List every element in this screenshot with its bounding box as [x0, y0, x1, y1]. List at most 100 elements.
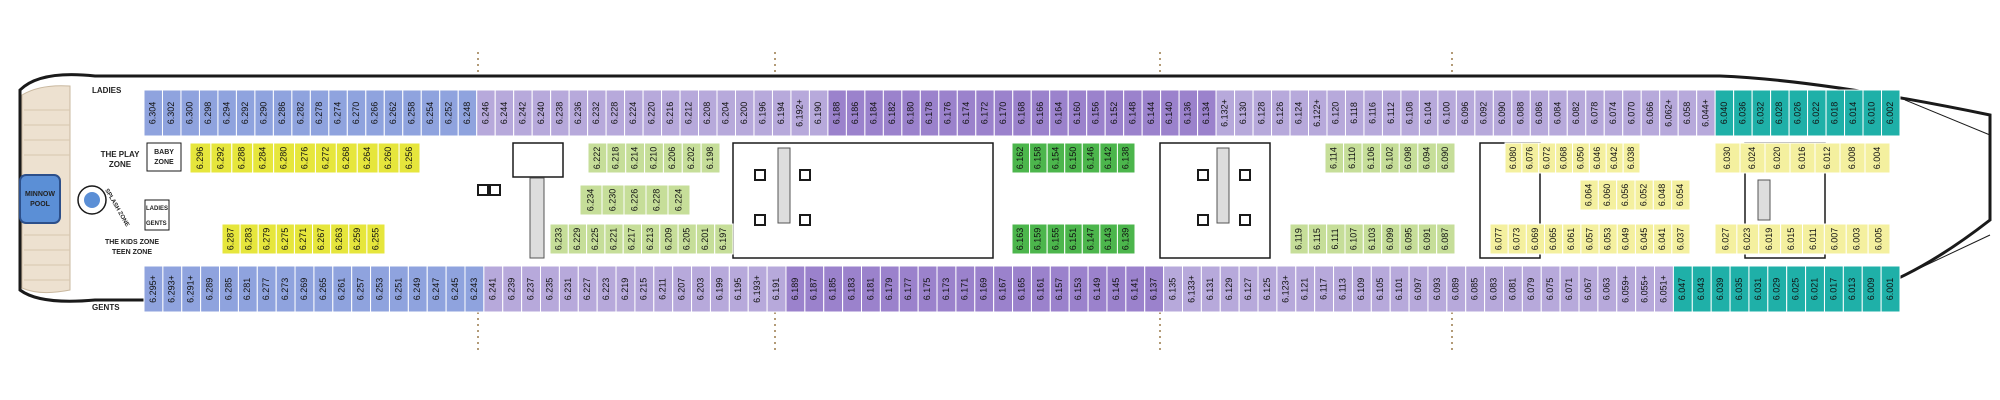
cabin-6.204[interactable]: 6.204	[716, 89, 736, 137]
cabin-6.178[interactable]: 6.178	[919, 89, 940, 137]
inner-cabin-6.201[interactable]: 6.201	[695, 223, 716, 255]
cabin-6.235[interactable]: 6.235	[540, 265, 560, 313]
cabin-6.232[interactable]: 6.232	[587, 89, 607, 137]
cabin-6.292[interactable]: 6.292	[235, 89, 256, 137]
cabin-6.184[interactable]: 6.184	[864, 89, 884, 137]
inner-cabin-6.275[interactable]: 6.275	[275, 223, 295, 255]
cabin-6.177[interactable]: 6.177	[898, 265, 919, 313]
inner-cabin-6.005[interactable]: 6.005	[1867, 223, 1891, 255]
cabin-6.018[interactable]: 6.018	[1825, 89, 1846, 137]
cabin-6.290[interactable]: 6.290	[254, 89, 274, 137]
cabin-6.172[interactable]: 6.172	[975, 89, 995, 137]
cabin-6.085[interactable]: 6.085	[1465, 265, 1486, 313]
inner-cabin-6.218[interactable]: 6.218	[606, 142, 627, 174]
inner-cabin-6.147[interactable]: 6.147	[1081, 223, 1101, 255]
inner-cabin-6.284[interactable]: 6.284	[252, 142, 275, 174]
cabin-6.238[interactable]: 6.238	[550, 89, 570, 137]
cabin-6.137[interactable]: 6.137	[1144, 265, 1165, 313]
inner-cabin-6.226[interactable]: 6.226	[623, 184, 647, 216]
cabin-6.298[interactable]: 6.298	[198, 89, 219, 137]
cabin-6.124[interactable]: 6.124	[1289, 89, 1310, 137]
cabin-6.191[interactable]: 6.191	[766, 265, 787, 313]
cabin-6.134[interactable]: 6.134	[1197, 89, 1217, 137]
cabin-6.066[interactable]: 6.066	[1640, 89, 1661, 137]
inner-cabin-6.217[interactable]: 6.217	[622, 223, 643, 255]
inner-cabin-6.255-box[interactable]	[366, 223, 386, 255]
cabin-6.239[interactable]: 6.239	[502, 265, 523, 313]
inner-cabin-6.283[interactable]: 6.283	[239, 223, 259, 255]
cabin-6.249[interactable]: 6.249	[407, 265, 428, 313]
inner-cabin-6.019[interactable]: 6.019	[1758, 223, 1782, 255]
cabin-6.128[interactable]: 6.128	[1252, 89, 1273, 137]
cabin-6.153[interactable]: 6.153	[1068, 265, 1089, 313]
cabin-6.070[interactable]: 6.070	[1622, 89, 1642, 137]
cabin-6.074[interactable]: 6.074	[1603, 89, 1624, 137]
inner-cabin-6.115[interactable]: 6.115	[1307, 223, 1328, 255]
cabin-6.108[interactable]: 6.108	[1400, 89, 1420, 137]
cabin-6.144[interactable]: 6.144	[1141, 89, 1162, 137]
inner-cabin-6.214[interactable]: 6.214	[625, 142, 646, 174]
inner-cabin-6.087[interactable]: 6.087	[1436, 223, 1456, 255]
inner-cabin-6.095[interactable]: 6.095	[1399, 223, 1419, 255]
inner-cabin-6.076[interactable]: 6.076	[1521, 142, 1540, 174]
cabin-6.010[interactable]: 6.010	[1862, 89, 1883, 137]
inner-cabin-6.008-box[interactable]	[1839, 142, 1866, 174]
cabin-6.122[interactable]: 6.122+	[1308, 89, 1328, 137]
cabin-6.028[interactable]: 6.028	[1770, 89, 1790, 137]
inner-cabin-6.222[interactable]: 6.222	[587, 142, 608, 174]
cabin-6.212[interactable]: 6.212	[679, 89, 700, 137]
cabin-6.304[interactable]: 6.304	[143, 89, 163, 137]
inner-cabin-6.037-box[interactable]	[1671, 223, 1691, 255]
inner-cabin-6.296[interactable]: 6.296	[189, 142, 212, 174]
cabin-6.104[interactable]: 6.104	[1418, 89, 1439, 137]
cabin-6.079[interactable]: 6.079	[1521, 265, 1542, 313]
cabin-6.126[interactable]: 6.126	[1271, 89, 1291, 137]
cabin-6.135[interactable]: 6.135	[1163, 265, 1183, 313]
cabin-6.253[interactable]: 6.253	[370, 265, 390, 313]
inner-cabin-6.049[interactable]: 6.049	[1616, 223, 1636, 255]
inner-cabin-6.197-box[interactable]	[714, 223, 734, 255]
inner-cabin-6.072[interactable]: 6.072	[1538, 142, 1557, 174]
inner-cabin-6.005-box[interactable]	[1867, 223, 1891, 255]
cabin-6.194[interactable]: 6.194	[771, 89, 792, 137]
inner-cabin-6.155[interactable]: 6.155	[1046, 223, 1066, 255]
cabin-6.067[interactable]: 6.067	[1578, 265, 1599, 313]
cabin-6.081[interactable]: 6.081	[1502, 265, 1523, 313]
inner-cabin-6.163[interactable]: 6.163	[1011, 223, 1031, 255]
cabin-6.132[interactable]: 6.132+	[1215, 89, 1236, 137]
cabin-6.001-box[interactable]	[1880, 265, 1901, 313]
cabin-6.165[interactable]: 6.165	[1012, 265, 1032, 313]
cabin-6.185[interactable]: 6.185	[823, 265, 844, 313]
inner-cabin-6.224[interactable]: 6.224	[667, 184, 691, 216]
inner-cabin-6.142[interactable]: 6.142	[1099, 142, 1118, 174]
inner-cabin-6.053[interactable]: 6.053	[1598, 223, 1618, 255]
cabin-6.261[interactable]: 6.261	[332, 265, 353, 313]
cabin-6.083[interactable]: 6.083	[1484, 265, 1504, 313]
inner-cabin-6.052[interactable]: 6.052	[1634, 179, 1654, 211]
inner-cabin-6.162[interactable]: 6.162	[1011, 142, 1031, 174]
cabin-6.035[interactable]: 6.035	[1729, 265, 1750, 313]
inner-cabin-6.046[interactable]: 6.046	[1588, 142, 1607, 174]
cabin-6.141[interactable]: 6.141	[1125, 265, 1146, 313]
cabin-6.160[interactable]: 6.160	[1067, 89, 1088, 137]
inner-cabin-6.256-box[interactable]	[398, 142, 421, 174]
inner-cabin-6.202[interactable]: 6.202	[681, 142, 702, 174]
cabin-6.129[interactable]: 6.129	[1219, 265, 1240, 313]
cabin-6.190[interactable]: 6.190	[808, 89, 829, 137]
cabin-6.084[interactable]: 6.084	[1548, 89, 1568, 137]
cabin-6.116[interactable]: 6.116	[1363, 89, 1383, 137]
inner-cabin-6.098[interactable]: 6.098	[1398, 142, 1419, 174]
inner-cabin-6.056[interactable]: 6.056	[1616, 179, 1636, 211]
cabin-6.182[interactable]: 6.182	[882, 89, 903, 137]
cabin-6.075[interactable]: 6.075	[1540, 265, 1561, 313]
inner-cabin-6.198[interactable]: 6.198	[700, 142, 721, 174]
cabin-6.118[interactable]: 6.118	[1344, 89, 1365, 137]
cabin-6.278[interactable]: 6.278	[309, 89, 330, 137]
cabin-6.078[interactable]: 6.078	[1585, 89, 1605, 137]
inner-cabin-6.064[interactable]: 6.064	[1579, 179, 1599, 211]
inner-cabin-6.024-box[interactable]	[1739, 142, 1766, 174]
cabin-6.017[interactable]: 6.017	[1823, 265, 1844, 313]
inner-cabin-6.256[interactable]: 6.256	[398, 142, 421, 174]
inner-cabin-6.073[interactable]: 6.073	[1507, 223, 1527, 255]
cabin-6.140[interactable]: 6.140	[1160, 89, 1180, 137]
